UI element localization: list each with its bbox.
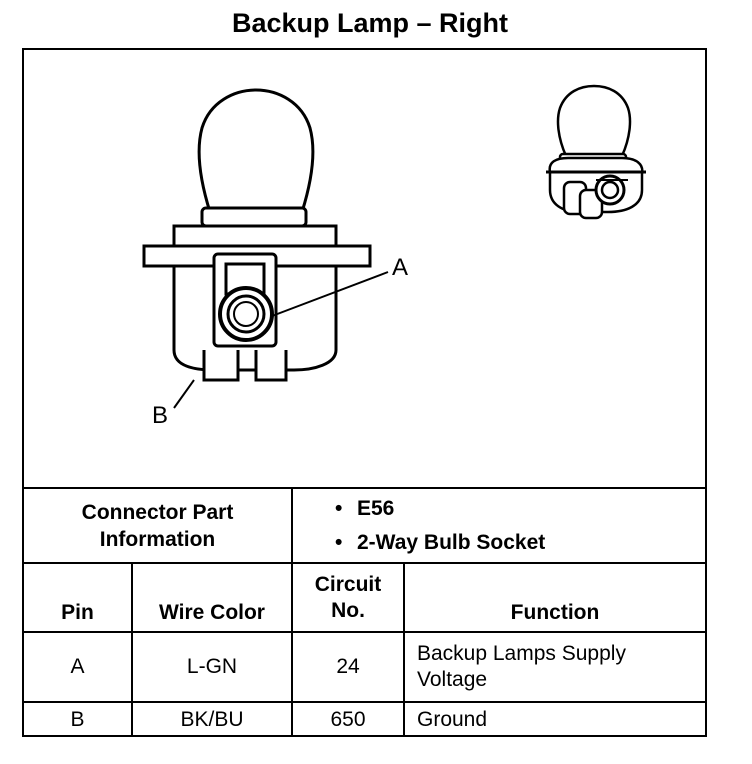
leader-line-a bbox=[271, 271, 389, 317]
wire-color-cell: BK/BU bbox=[131, 701, 293, 736]
function-cell: Backup Lamps Supply Voltage bbox=[402, 631, 706, 703]
pin-header: Pin bbox=[24, 562, 133, 633]
connector-heading-line2: Information bbox=[99, 527, 216, 551]
bullet-icon: • bbox=[335, 496, 343, 520]
connector-bullets: •E56 •2-Way Bulb Socket bbox=[290, 487, 706, 564]
table-header-row: Pin Wire Color Circuit No. Function bbox=[24, 562, 706, 633]
connector-info-row: Connector Part Information •E56 •2-Way B… bbox=[24, 487, 706, 564]
pin-cell: A bbox=[24, 631, 133, 703]
connector-part-heading: Connector Part Information bbox=[24, 487, 293, 564]
circuit-cell: 650 bbox=[291, 701, 405, 736]
bulb-socket-drawing bbox=[142, 84, 646, 409]
circuit-header: Circuit No. bbox=[291, 562, 405, 633]
bullet-icon: • bbox=[335, 530, 343, 554]
small-bulb-icon bbox=[546, 84, 646, 220]
leader-line-b bbox=[173, 379, 195, 409]
connector-heading-line1: Connector Part bbox=[81, 500, 234, 524]
connector-table: Connector Part Information •E56 •2-Way B… bbox=[24, 487, 706, 736]
table-row: A L-GN 24 Backup Lamps Supply Voltage bbox=[24, 631, 706, 703]
wire-color-header: Wire Color bbox=[131, 562, 293, 633]
table-row: B BK/BU 650 Ground bbox=[24, 701, 706, 736]
circuit-cell: 24 bbox=[291, 631, 405, 703]
diagram-frame: A B Connector Part Information •E56 •2-W… bbox=[22, 48, 707, 737]
page-title: Backup Lamp – Right bbox=[231, 8, 509, 38]
lamp-illustration: A B bbox=[24, 50, 705, 487]
bullet-item: •E56 bbox=[335, 492, 705, 526]
pin-cell: B bbox=[24, 701, 133, 736]
pin-a-label: A bbox=[392, 254, 409, 281]
function-header: Function bbox=[402, 562, 706, 633]
wire-color-cell: L-GN bbox=[131, 631, 293, 703]
large-bulb-icon bbox=[142, 88, 372, 382]
function-cell: Ground bbox=[402, 701, 706, 736]
pin-b-label: B bbox=[152, 402, 169, 429]
bullet-item: •2-Way Bulb Socket bbox=[335, 526, 705, 560]
